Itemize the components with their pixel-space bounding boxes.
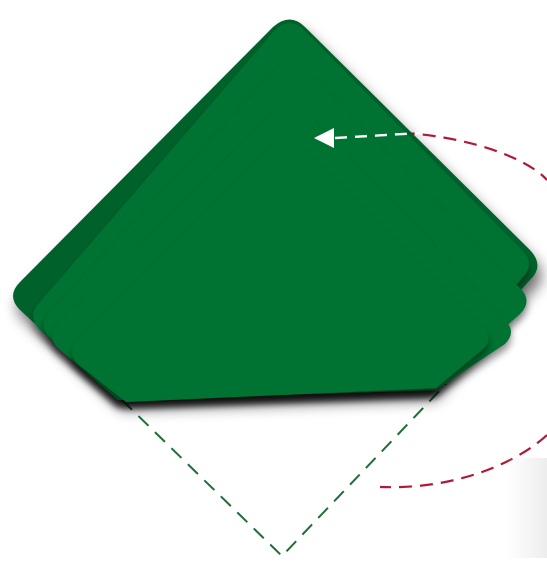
right-edge-shade [507, 458, 547, 558]
green-dashed-outline [122, 384, 446, 556]
